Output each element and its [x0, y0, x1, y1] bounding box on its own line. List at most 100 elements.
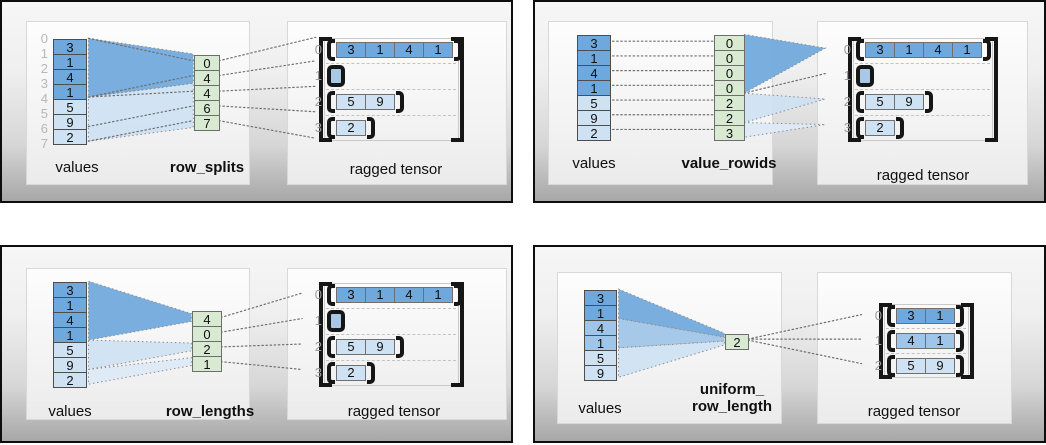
row-length-cell: 2	[192, 341, 222, 357]
value-index-label: 4	[40, 91, 48, 106]
value-cell: 1	[584, 335, 617, 351]
uniform-label-line2: row_length	[691, 398, 773, 415]
tensor-cell: 1	[365, 41, 395, 58]
tensor-cell: 4	[394, 286, 424, 303]
row-index-label: 2	[874, 358, 882, 373]
row-right-bracket	[956, 304, 964, 327]
row-separator	[855, 112, 990, 117]
row-left-bracket	[887, 329, 895, 352]
big-left-bracket	[319, 282, 332, 387]
row-length-cell: 4	[192, 311, 222, 327]
value-cell: 9	[577, 110, 611, 126]
tensor-cell: 4	[394, 41, 424, 58]
value-cell: 1	[577, 50, 611, 66]
tensor-row: 1	[844, 64, 874, 87]
big-left-bracket	[848, 37, 861, 142]
row-lengths-label: row_lengths	[165, 403, 255, 420]
row-index-label: 3	[314, 365, 322, 380]
tensor-cell: 1	[423, 41, 453, 58]
tensor-label: ragged tensor	[867, 403, 961, 420]
value-cell: 4	[53, 69, 87, 85]
tensor-cell: 2	[336, 364, 366, 381]
row-right-bracket	[454, 283, 462, 306]
value-cell: 9	[53, 357, 87, 373]
tensor-cell: 1	[365, 286, 395, 303]
row-separator	[326, 60, 456, 65]
row-index-label: 2	[314, 94, 322, 109]
value-cell: 1	[53, 54, 87, 70]
row-separator	[855, 86, 990, 91]
row-separator	[326, 357, 456, 362]
row-left-bracket	[856, 38, 864, 61]
tensor-cell: 5	[865, 93, 895, 110]
row-separator	[886, 351, 966, 355]
value-cell: 3	[577, 35, 611, 51]
tensor-cell: 9	[365, 93, 395, 110]
tensor-cell: 9	[365, 338, 395, 355]
values-label: values	[55, 159, 99, 176]
value-cell: 2	[577, 125, 611, 141]
tensor-cell: 1	[952, 41, 982, 58]
value-rowid-cell: 0	[714, 35, 745, 51]
row-right-bracket	[925, 90, 933, 113]
uniform-label-line1: uniform_	[699, 381, 765, 398]
value-cell: 4	[53, 312, 87, 328]
big-right-bracket	[961, 303, 974, 379]
row-left-bracket	[856, 116, 864, 139]
row-left-bracket	[327, 283, 335, 306]
row-left-bracket	[887, 304, 895, 327]
row-left-bracket	[327, 335, 335, 358]
row-index-label: 1	[874, 333, 882, 348]
row-right-bracket	[956, 354, 964, 377]
tensor-cell: 1	[925, 332, 955, 349]
row-index-label: 2	[843, 94, 851, 109]
big-left-bracket	[319, 37, 332, 142]
uniform-length-cell: 2	[725, 334, 749, 350]
tensor-row: 1	[315, 309, 345, 332]
row-left-bracket	[327, 116, 335, 139]
tensor-backing	[324, 38, 459, 141]
row-separator	[326, 86, 456, 91]
tensor-cell: 5	[336, 338, 366, 355]
value-rowid-cell: 0	[714, 65, 745, 81]
big-left-bracket	[879, 303, 892, 379]
tensor-cell: 4	[923, 41, 953, 58]
value-cell: 5	[584, 350, 617, 366]
row-splits-cell: 4	[194, 70, 220, 86]
value-cell: 1	[53, 327, 87, 343]
connector-graphics	[87, 36, 317, 142]
row-right-bracket	[396, 335, 404, 358]
connector-graphics	[618, 288, 863, 378]
tensor-cell: 3	[865, 41, 895, 58]
value-cell: 1	[53, 297, 87, 313]
row-right-bracket	[454, 38, 462, 61]
uniform-row-length-cell: 2	[725, 334, 749, 350]
tensor-cell: 9	[925, 357, 955, 374]
tensor-row: 1	[315, 64, 345, 87]
value-cell: 3	[53, 282, 87, 298]
row-splits-cell: 0	[194, 55, 220, 71]
values-label: values	[572, 155, 616, 172]
row-right-bracket	[896, 116, 904, 139]
value-index-label: 0	[40, 31, 48, 46]
value-index-label: 1	[40, 46, 48, 61]
row-index-label: 2	[314, 339, 322, 354]
tensor-cell: 1	[894, 41, 924, 58]
value-rowid-cell: 0	[714, 80, 745, 96]
